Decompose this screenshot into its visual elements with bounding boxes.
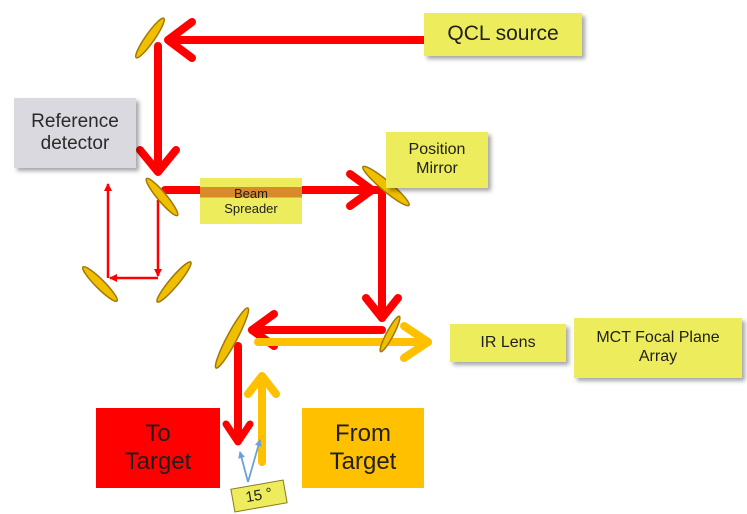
angle-indicator-arrow — [247, 439, 262, 483]
qcl-source-label: QCL source — [424, 13, 582, 56]
return-arrowhead-up — [244, 372, 280, 398]
beam-arrowhead-down-3 — [222, 420, 254, 446]
mirror-reference-left — [81, 265, 119, 303]
mirror-top-left — [134, 17, 166, 59]
beam-arrowhead-down — [136, 146, 180, 176]
beam-spreader-label: Beam Spreader — [200, 178, 302, 224]
reference-detector-label: Reference detector — [14, 98, 136, 168]
beam-arrowhead-left — [164, 18, 196, 62]
to-target-box: To Target — [96, 408, 220, 488]
position-mirror-label: Position Mirror — [386, 132, 488, 188]
laser-beam-path — [136, 18, 428, 446]
beam-arrowhead-right — [346, 170, 376, 210]
beam-arrowhead-down-2 — [362, 294, 402, 322]
mct-focal-plane-array-label: MCT Focal Plane Array — [574, 318, 742, 378]
return-arrowhead-right — [400, 322, 432, 362]
return-beam-path — [244, 322, 432, 466]
mirrors — [81, 17, 410, 369]
from-target-box: From Target — [302, 408, 424, 488]
mirror-scan — [214, 307, 250, 369]
reference-path — [104, 183, 162, 282]
ir-lens-label: IR Lens — [450, 324, 566, 362]
angle-indicator-arrow-2 — [238, 451, 249, 483]
mirror-beam-spreader — [145, 177, 179, 217]
mirror-reference-right — [156, 261, 192, 303]
ir-lens-element — [379, 315, 401, 353]
